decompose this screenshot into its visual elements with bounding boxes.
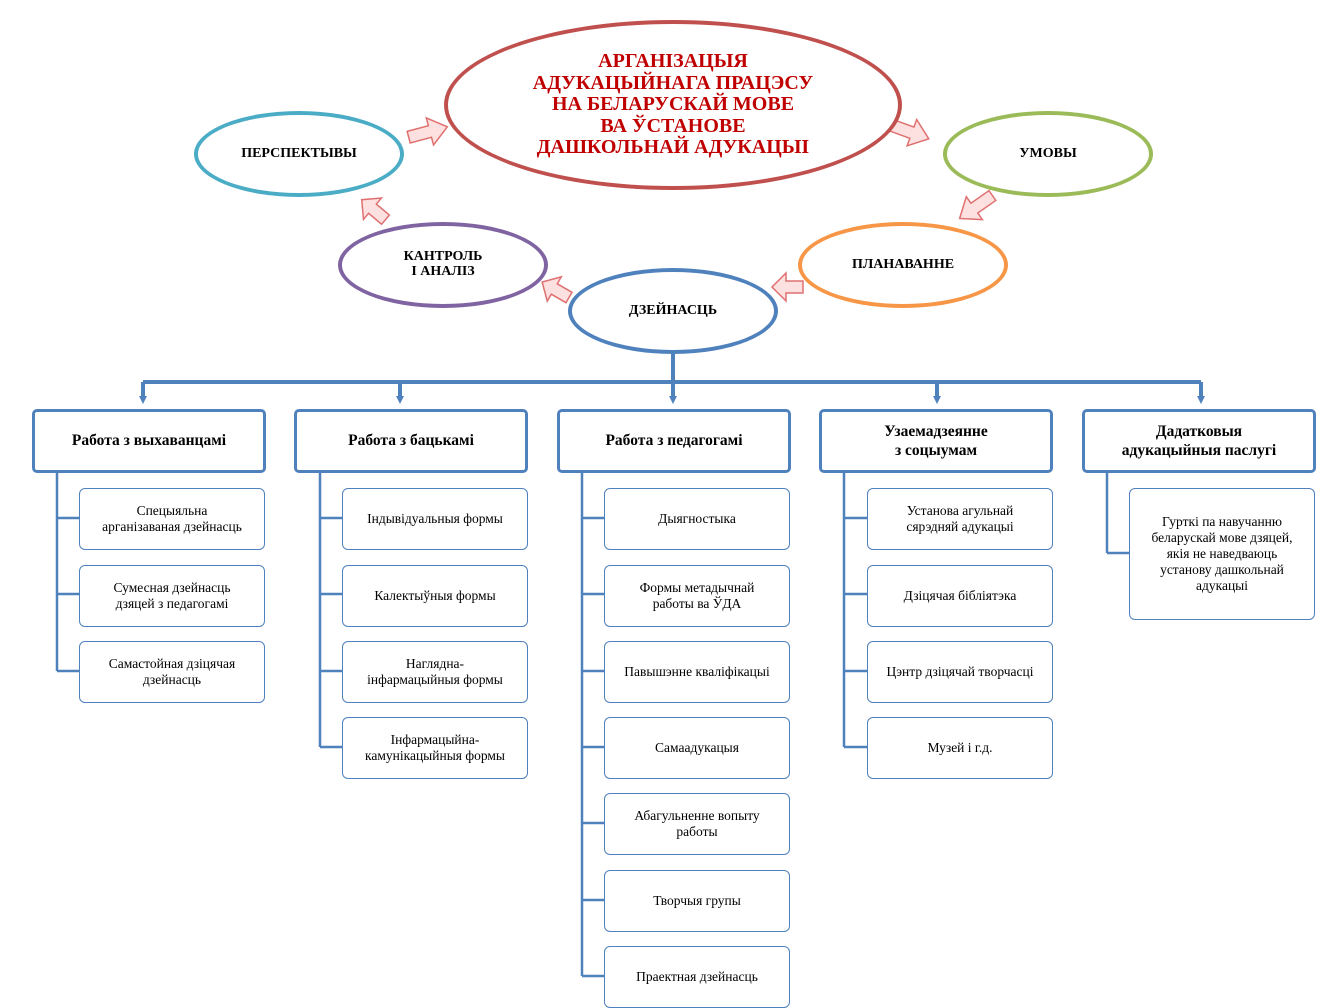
- activity-label: ДЗЕЙНАСЦЬ: [628, 302, 718, 318]
- control-ellipse: КАНТРОЛЬ І АНАЛІЗ: [338, 222, 548, 308]
- main-title-text: АРГАНІЗАЦЫЯ АДУКАЦЫЙНАГА ПРАЦЭСУ НА БЕЛА…: [532, 50, 814, 159]
- list-item: Абагульненне вопыту работы: [604, 793, 790, 855]
- column-header-parents: Работа з бацькамі: [294, 409, 528, 473]
- cycle-arrow-control-to-perspectives: [360, 197, 391, 226]
- conditions-ellipse: УМОВЫ: [943, 111, 1153, 197]
- perspectives-label: ПЕРСПЕКТЫВЫ: [241, 145, 357, 161]
- list-item: Гурткі па навучанню беларускай мове дзяц…: [1129, 488, 1315, 620]
- list-item: Самаадукацыя: [604, 717, 790, 779]
- column-header-extra-services: Дадатковыя адукацыйныя паслугі: [1082, 409, 1316, 473]
- list-item: Формы метадычнай работы ва ЎДА: [604, 565, 790, 627]
- list-item: Наглядна- інфармацыйныя формы: [342, 641, 528, 703]
- column-header-teachers: Работа з педагогамі: [557, 409, 791, 473]
- list-item: Павышэнне кваліфікацыі: [604, 641, 790, 703]
- cycle-arrow-planning-to-activity: [770, 271, 804, 303]
- main-title-ellipse: АРГАНІЗАЦЫЯ АДУКАЦЫЙНАГА ПРАЦЭСУ НА БЕЛА…: [444, 20, 902, 190]
- conditions-label: УМОВЫ: [1019, 145, 1077, 161]
- list-item: Самастойная дзіцячая дзейнасць: [79, 641, 265, 703]
- list-item: Творчыя групы: [604, 870, 790, 932]
- column-header-society: Узаемадзеянне з соцыумам: [819, 409, 1053, 473]
- control-label: КАНТРОЛЬ І АНАЛІЗ: [403, 249, 483, 279]
- cycle-arrow-perspectives-to-main: [406, 116, 449, 147]
- list-item: Музей і г.д.: [867, 717, 1053, 779]
- list-item: Інфармацыйна- камунікацыйныя формы: [342, 717, 528, 779]
- column-header-pupils: Работа з выхаванцамі: [32, 409, 266, 473]
- list-item: Праектная дзейнасць: [604, 946, 790, 1008]
- planning-label: ПЛАНАВАННЕ: [851, 256, 955, 272]
- cycle-arrow-activity-to-control: [541, 275, 574, 304]
- list-item: Калектыўныя формы: [342, 565, 528, 627]
- list-item: Дыягностыка: [604, 488, 790, 550]
- list-item: Установа агульнай сярэдняй адукацыі: [867, 488, 1053, 550]
- list-item: Індывідуальныя формы: [342, 488, 528, 550]
- perspectives-ellipse: ПЕРСПЕКТЫВЫ: [194, 111, 404, 197]
- cycle-arrow-conditions-to-planning: [958, 189, 997, 221]
- list-item: Спецыяльна арганізаваная дзейнасць: [79, 488, 265, 550]
- list-item: Цэнтр дзіцячай творчасці: [867, 641, 1053, 703]
- list-item: Дзіцячая бібліятэка: [867, 565, 1053, 627]
- planning-ellipse: ПЛАНАВАННЕ: [798, 222, 1008, 308]
- list-item: Сумесная дзейнасць дзяцей з педагогамі: [79, 565, 265, 627]
- activity-ellipse: ДЗЕЙНАСЦЬ: [568, 268, 778, 354]
- cycle-arrow-main-to-conditions: [888, 117, 930, 148]
